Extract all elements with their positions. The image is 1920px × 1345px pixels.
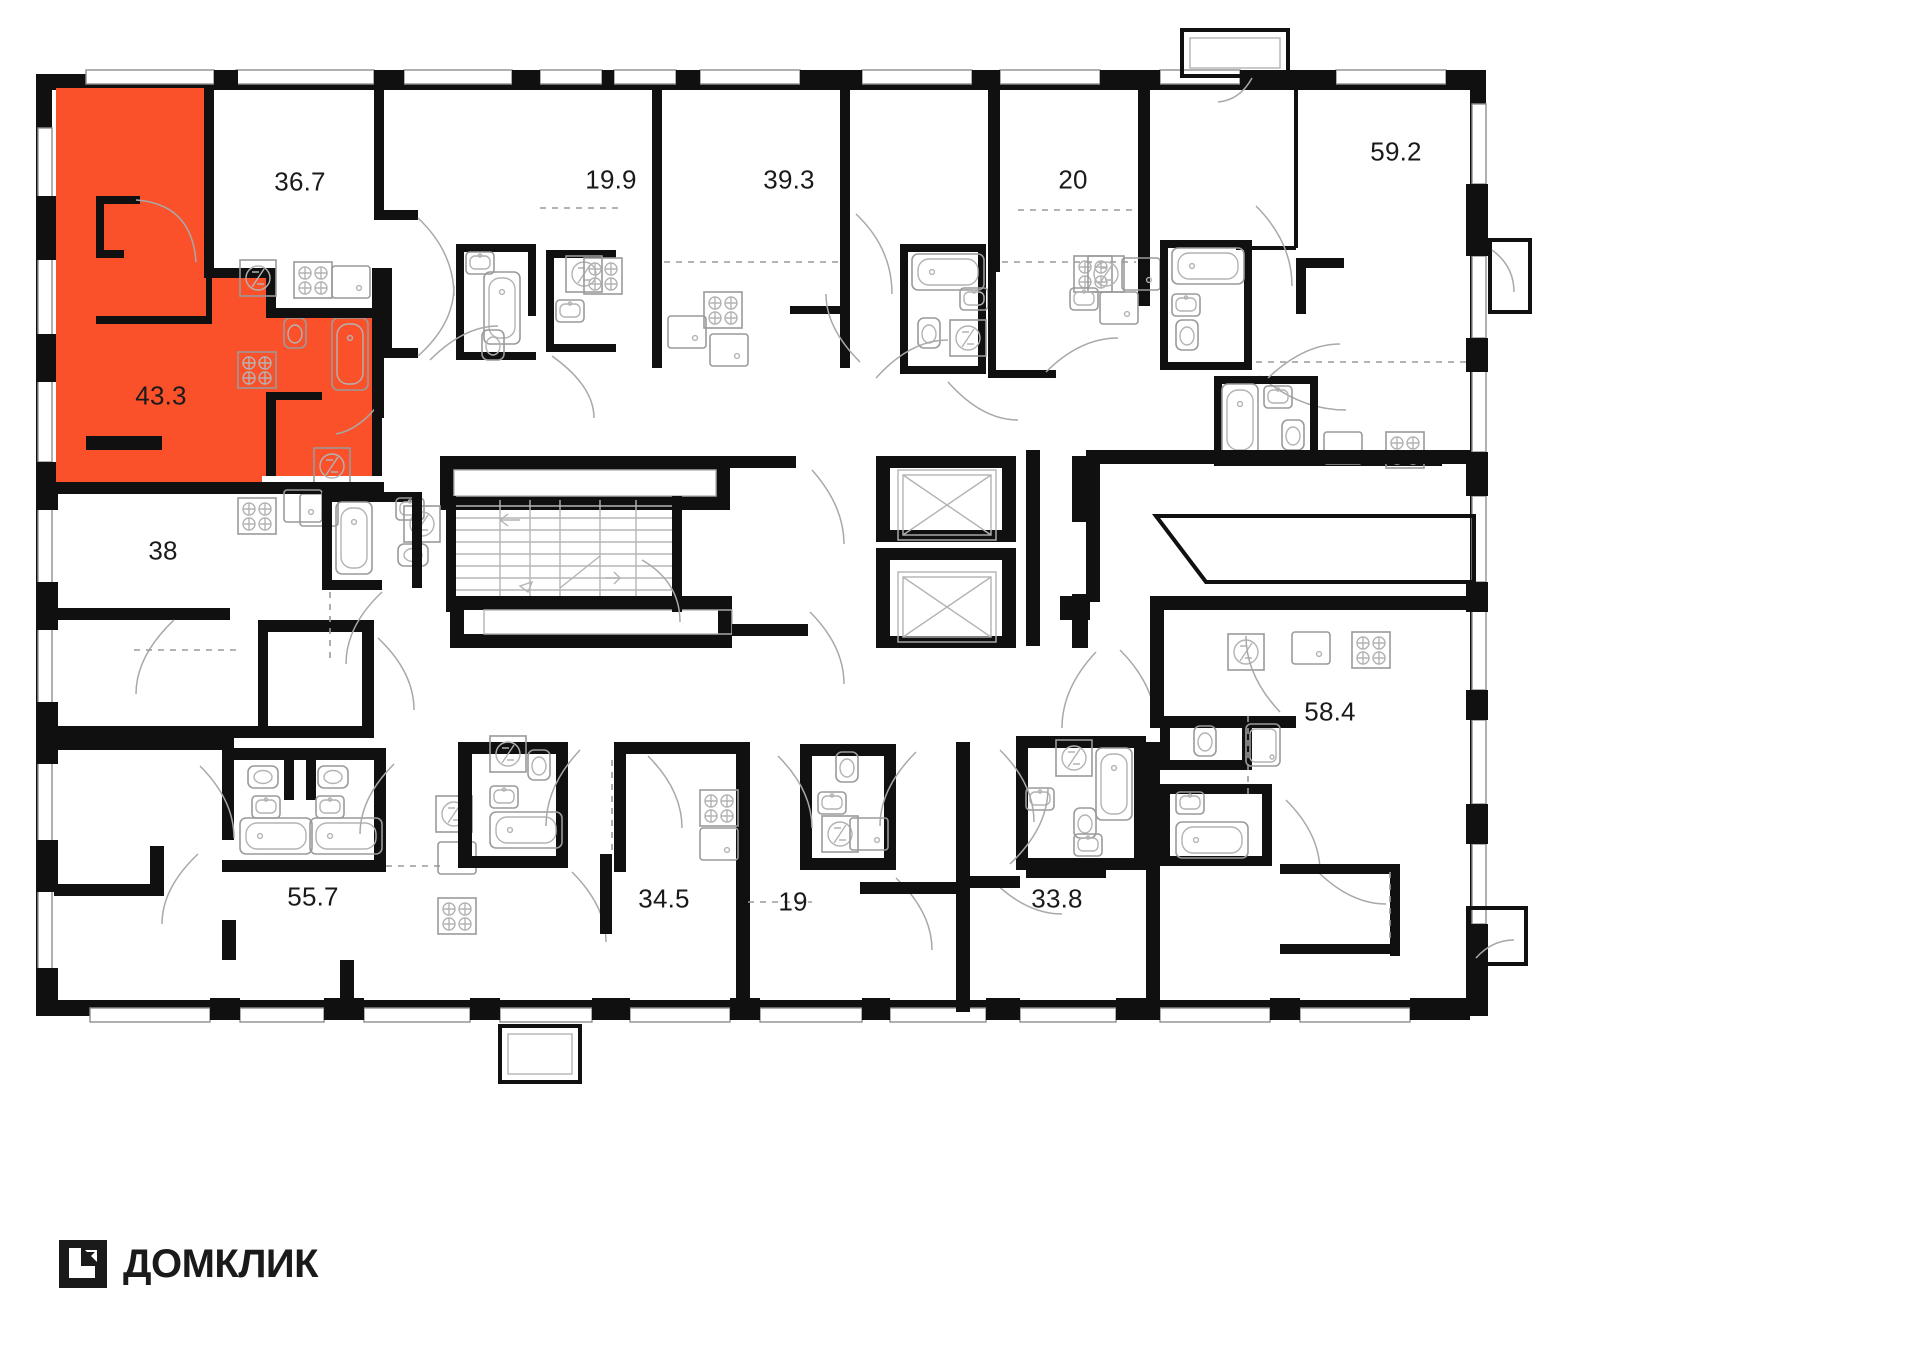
balcony-shapes <box>498 28 1532 1084</box>
unit-39-3 <box>790 86 893 368</box>
unit-19-9 <box>652 86 838 368</box>
unit-19 <box>748 742 970 1012</box>
area-label-58-4: 58.4 <box>1304 696 1356 727</box>
staircase <box>446 496 682 612</box>
building-outer-walls <box>36 74 1486 1016</box>
unit-33-8 <box>960 736 1160 1012</box>
area-label-39-3: 39.3 <box>763 164 815 195</box>
area-label-20: 20 <box>1058 164 1088 195</box>
area-label-55-7: 55.7 <box>287 881 339 912</box>
domclick-logo-icon <box>59 1240 107 1288</box>
domclick-wordmark: ДОМКЛИК <box>123 1242 319 1286</box>
unit-58-4 <box>1150 631 1400 956</box>
bath-cluster-b <box>875 244 1019 421</box>
unit-20 <box>988 86 1161 378</box>
unit-55-7 <box>54 738 477 1010</box>
elevator-shafts <box>876 456 1016 648</box>
exterior-windows-left <box>36 127 58 1016</box>
highlight-interior-walls <box>86 196 212 450</box>
unit-59-2 <box>1160 86 1347 411</box>
unit-38 <box>54 489 441 738</box>
area-label-33-8: 33.8 <box>1031 883 1083 914</box>
central-core <box>440 450 1097 729</box>
area-label-19-9: 19.9 <box>585 164 637 195</box>
area-label-19: 19 <box>778 886 808 917</box>
area-label-34-5: 34.5 <box>638 883 690 914</box>
domclick-watermark: ДОМКЛИК <box>55 1236 319 1292</box>
unit-34-5 <box>458 735 750 1012</box>
area-label-36-7: 36.7 <box>274 166 326 197</box>
highlighted-unit-43-3[interactable] <box>56 88 378 492</box>
area-label-43-3: 43.3 <box>135 380 187 411</box>
right-ramp-area <box>1086 450 1476 729</box>
bath-cluster-a <box>429 244 623 419</box>
unit-36-7 <box>239 86 455 418</box>
area-label-38: 38 <box>148 535 178 566</box>
exterior-windows-right <box>1466 103 1488 1016</box>
dashed-guides <box>134 207 1470 944</box>
area-label-59-2: 59.2 <box>1370 136 1422 167</box>
